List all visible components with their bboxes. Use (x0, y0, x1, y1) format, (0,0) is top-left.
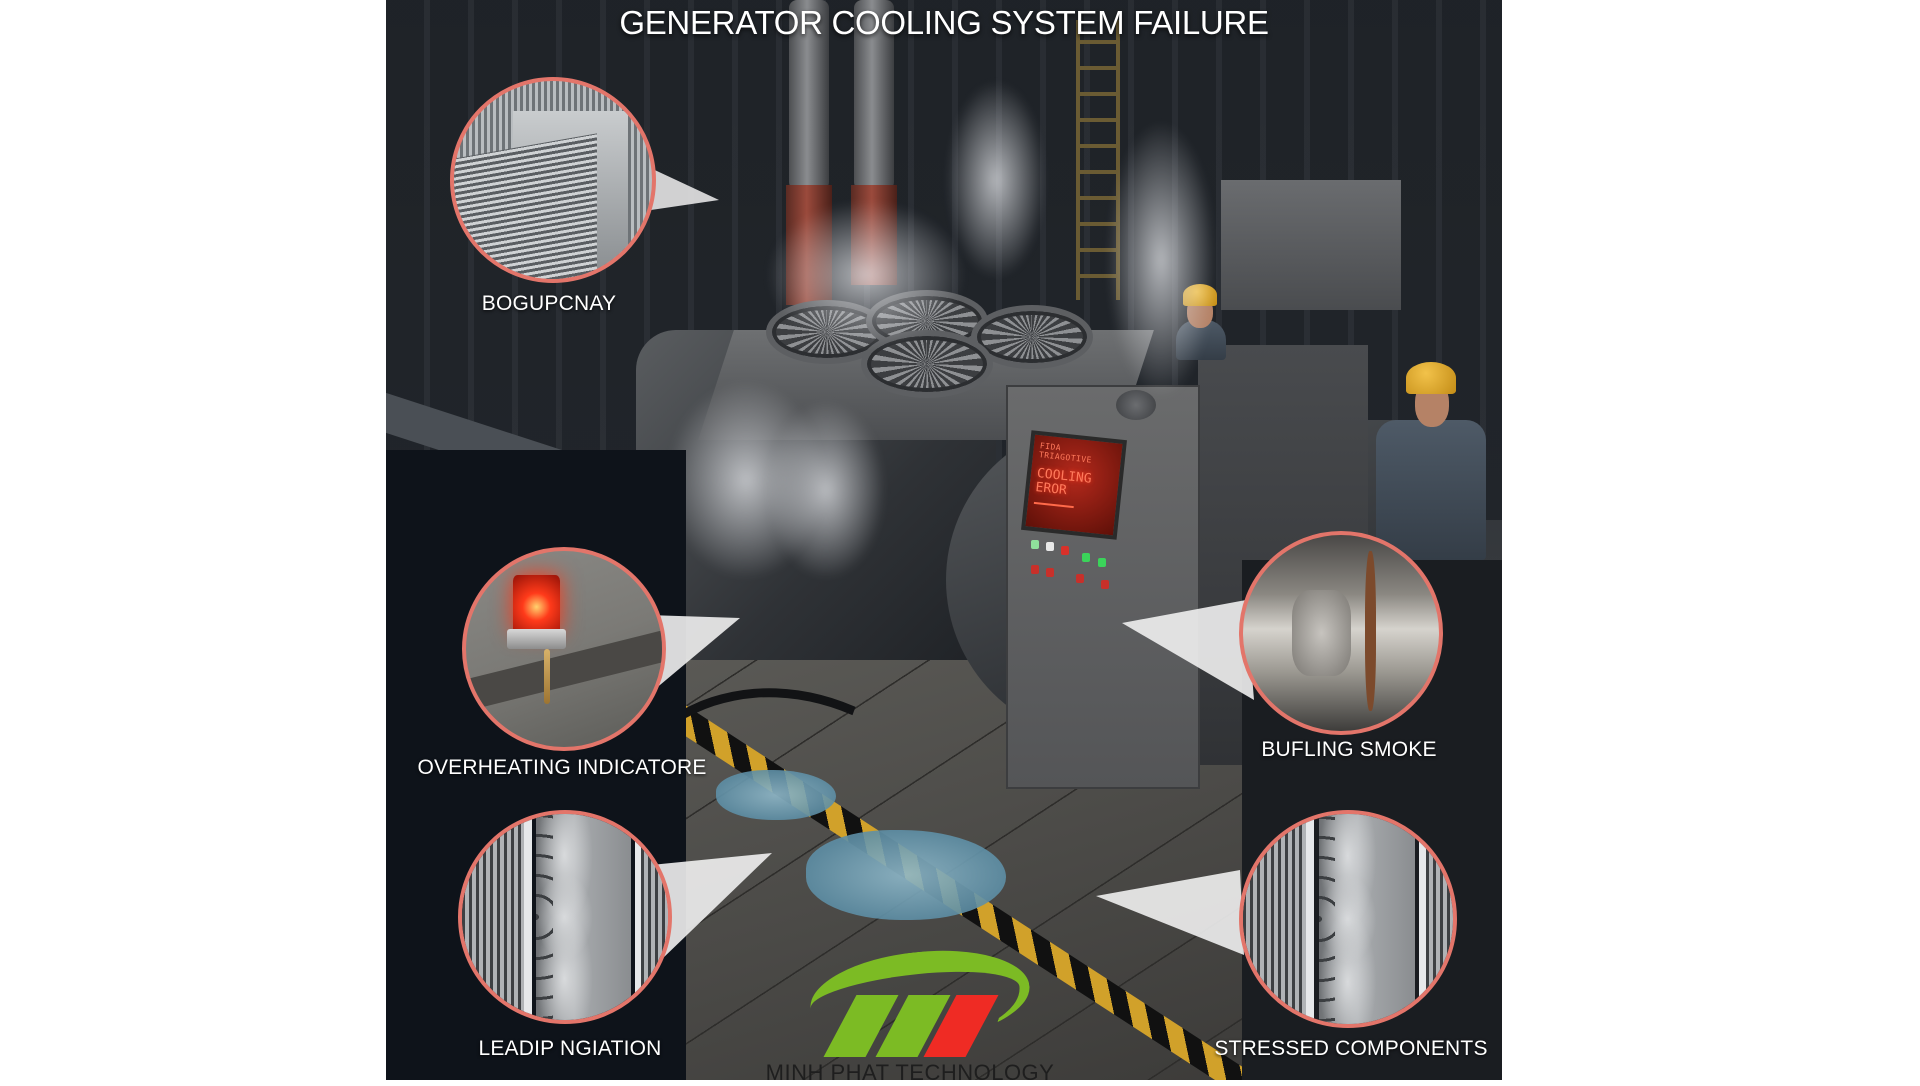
coolant-puddle (806, 830, 1006, 920)
callout-smoke (1239, 531, 1443, 735)
steam-cloud (766, 200, 966, 350)
panel-button-green (1082, 553, 1090, 562)
back-cabinet (1221, 180, 1401, 310)
coolant-puddle (716, 770, 836, 820)
steam-cloud (1106, 120, 1216, 400)
panel-button-red (1046, 568, 1054, 577)
warning-beacon-icon (513, 574, 561, 634)
beacon-base (507, 629, 566, 649)
callout-label-radiator: BOGUPCNAY (481, 292, 617, 315)
panel-button-red (1061, 546, 1069, 555)
callout-radiator (450, 77, 656, 283)
steam-cloud (766, 400, 886, 580)
callout-overheating-indicator (462, 547, 666, 751)
panel-button-green (1098, 558, 1106, 567)
fluid-drip (544, 649, 551, 704)
pipe-neck (1292, 589, 1351, 677)
exhaust-pipe-right (854, 0, 894, 190)
panel-button-green (1031, 540, 1039, 549)
callout-label-overheating: OVERHEATING INDICATORE (417, 756, 707, 779)
callout-label-smoke: BUFLING SMOKE (1261, 738, 1437, 761)
pipe-ring (1364, 550, 1377, 712)
brand-name: MINH PHAT TECHNOLOGY (765, 1060, 1055, 1085)
cooling-fan (971, 305, 1093, 369)
callout-pointers (644, 165, 1254, 960)
hard-hat (1406, 362, 1456, 394)
panel-button-red (1076, 574, 1084, 583)
steam-cloud (946, 80, 1046, 280)
brand-logo: MINH PHAT TECHNOLOGY (766, 940, 1054, 1085)
page-title: GENERATOR COOLING SYSTEM FAILURE (619, 4, 1269, 41)
panel-button-red (1101, 580, 1109, 589)
radiator-grille (454, 133, 597, 279)
infographic-image: FIDA TRIAGOTIVE COOLING EROR (386, 0, 1502, 1080)
callout-stressed (1239, 810, 1457, 1028)
callout-label-stressed: STRESSED COMPONENTS (1214, 1037, 1488, 1060)
callout-leak (458, 810, 672, 1024)
panel-button-white (1046, 542, 1054, 551)
callout-label-leak: LEADIP NGIATION (478, 1037, 662, 1060)
exhaust-pipe-left (789, 0, 829, 190)
panel-button-red (1031, 565, 1039, 574)
